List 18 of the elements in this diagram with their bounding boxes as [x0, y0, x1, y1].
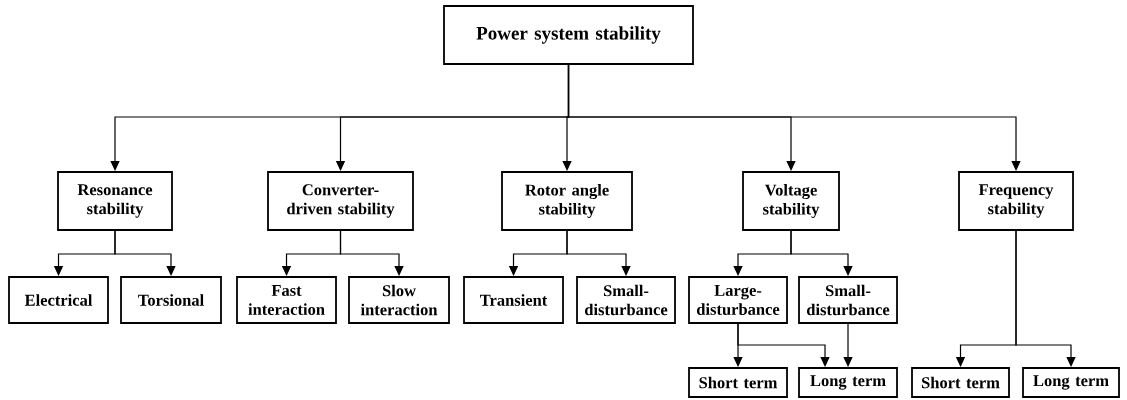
category-box: Resonance stability [57, 171, 173, 231]
category-box: Converter-driven stability [267, 171, 414, 231]
category-box: Voltage stability [742, 171, 840, 231]
category-box: Small-disturbance [576, 276, 676, 324]
category-box: Electrical [8, 276, 109, 324]
category-box: Long term [798, 367, 898, 398]
category-box: Slow interaction [348, 276, 450, 324]
category-box: Fast interaction [236, 276, 337, 324]
category-box: Small-disturbance [798, 276, 898, 324]
category-box: Short term [911, 367, 1010, 398]
category-box: Large-disturbance [688, 276, 788, 324]
category-box: Transient [463, 276, 564, 324]
category-box: Short term [688, 367, 788, 398]
category-box: Long term [1022, 367, 1120, 398]
category-box: Power system stability [443, 5, 694, 65]
category-box: Torsional [120, 276, 222, 324]
category-box: Frequency stability [958, 171, 1074, 231]
category-box: Rotor angle stability [501, 171, 633, 231]
